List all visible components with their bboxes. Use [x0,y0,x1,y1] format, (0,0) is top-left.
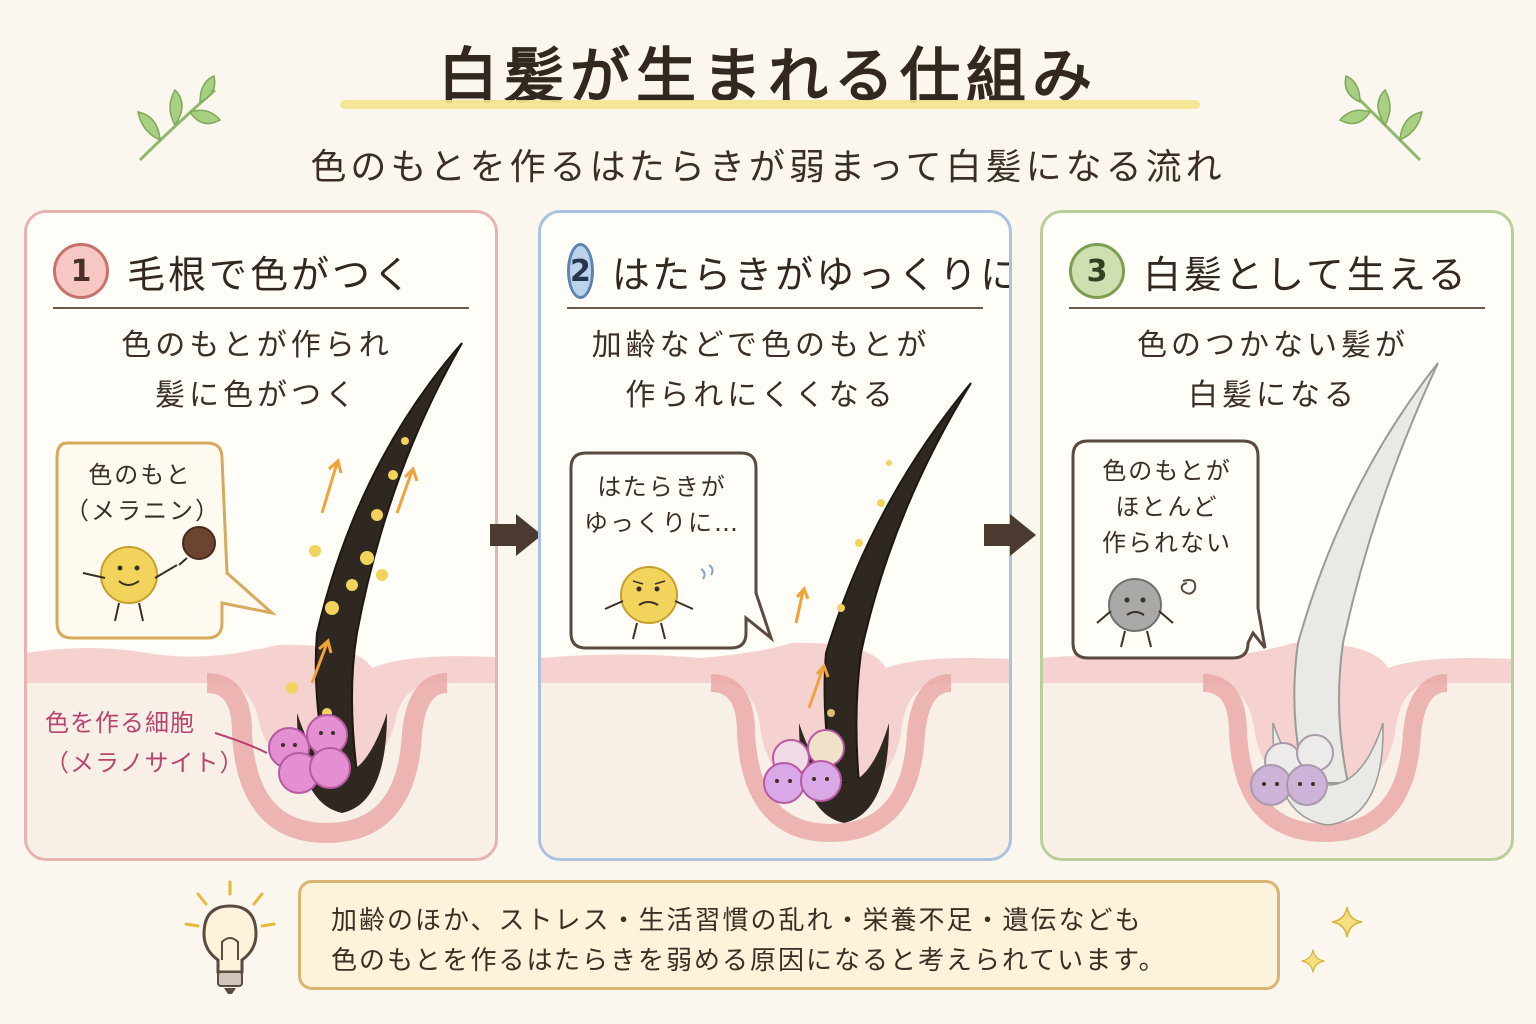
step-1-bubble-line-1: 色のもと [65,457,215,493]
step-3-bubble-line-1: 色のもとが [1079,453,1255,489]
step-1-bubble-line-2: （メラニン） [65,493,215,529]
step-1-number: 1 [53,243,109,299]
sparkle-icon [1300,948,1326,974]
step-2-panel: 2 はたらきがゆっくりに 加齢などで色のもとが 作られにくくなる はたらきが ゆ… [538,210,1012,861]
step-2-description: 加齢などで色のもとが 作られにくくなる [571,321,951,421]
step-1-panel: 1 毛根で色がつく 色のもとが作られ 髪に色がつく 色のもと （メラニン） 色を… [24,210,498,861]
step-1-description: 色のもとが作られ 髪に色がつく [87,321,427,421]
step-3-panel: 3 白髪として生える 色のつかない髪が 白髪になる 色のもとが ほとんど 作られ… [1040,210,1514,861]
melanocyte-label-line-2: （メラノサイト） [45,743,245,783]
melanocyte-label: 色を作る細胞 （メラノサイト） [45,703,245,783]
step-1-bubble-text: 色のもと （メラニン） [65,457,215,529]
step-3-desc-line-1: 色のつかない髪が [1103,321,1443,371]
step-3-bubble-line-2: ほとんど [1079,489,1255,525]
step-1-desc-line-1: 色のもとが作られ [87,321,427,371]
lightbulb-icon [180,880,280,1000]
step-2-title: はたらきがゆっくりに [612,244,1012,299]
note-box: 加齢のほか、ストレス・生活習慣の乱れ・栄養不足・遺伝なども 色のもとを作るはたら… [298,880,1280,990]
step-2-bubble-text: はたらきが ゆっくりに… [577,469,747,541]
step-3-bubble-text: 色のもとが ほとんど 作られない [1079,453,1255,561]
step-2-desc-line-1: 加齢などで色のもとが [571,321,951,371]
step-1-header: 1 毛根で色がつく [53,235,469,309]
page-subtitle: 色のもとを作るはたらきが弱まって白髪になる流れ [0,138,1536,190]
sparkle-icon [1330,905,1364,939]
step-3-number: 3 [1069,243,1125,299]
step-2-bubble-line-2: ゆっくりに… [577,505,747,541]
step-2-desc-line-2: 作られにくくなる [571,371,951,421]
step-2-header: 2 はたらきがゆっくりに [567,235,983,309]
step-1-desc-line-2: 髪に色がつく [87,371,427,421]
step-3-title: 白髪として生える [1143,244,1469,299]
flow-arrow-icon [486,510,546,560]
leaf-left-icon [130,70,230,170]
melanocyte-label-line-1: 色を作る細胞 [45,703,245,743]
step-3-bubble-line-3: 作られない [1079,525,1255,561]
note-line-1: 加齢のほか、ストレス・生活習慣の乱れ・栄養不足・遺伝なども [331,901,1247,941]
step-3-desc-line-2: 白髪になる [1103,371,1443,421]
flow-arrow-icon [980,510,1040,560]
leaf-right-icon [1330,70,1430,170]
step-2-bubble-line-1: はたらきが [577,469,747,505]
step-3-description: 色のつかない髪が 白髪になる [1103,321,1443,421]
step-2-number: 2 [567,243,594,299]
note-line-2: 色のもとを作るはたらきを弱める原因になると考えられています。 [331,941,1247,981]
step-3-header: 3 白髪として生える [1069,235,1485,309]
title-underline [340,100,1200,109]
step-1-title: 毛根で色がつく [127,244,414,299]
